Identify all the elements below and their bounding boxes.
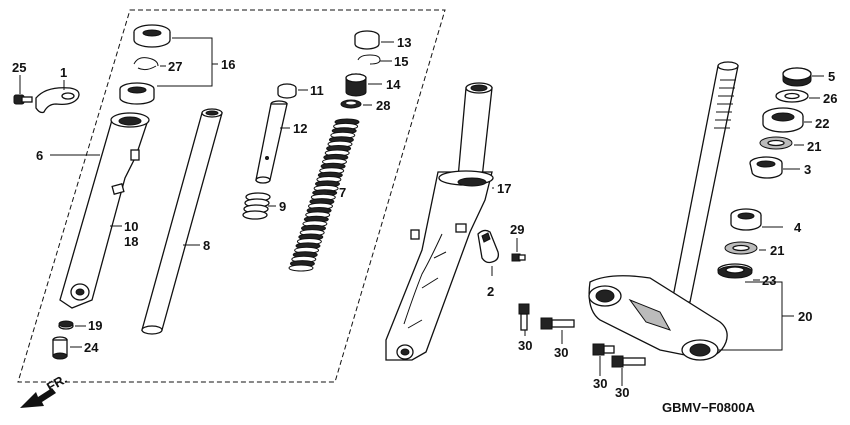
callout-19: 19	[88, 318, 102, 333]
callout-30-d: 30	[615, 385, 629, 400]
callout-24: 24	[84, 340, 99, 355]
callout-3: 3	[804, 162, 811, 177]
washer-26	[775, 89, 809, 103]
callout-18: 18	[124, 234, 138, 249]
bolt-30-b	[540, 317, 575, 330]
upper-race	[749, 156, 783, 179]
bolt-30-a	[518, 303, 530, 331]
piston-ring	[277, 83, 297, 99]
callout-23: 23	[762, 273, 776, 288]
callout-1: 1	[60, 65, 67, 80]
steel-ball-upper	[759, 136, 793, 150]
spring-coil	[288, 264, 314, 272]
bolt-30-d	[611, 355, 646, 368]
fork-slider	[59, 112, 150, 309]
fork-group-boundary	[17, 9, 446, 383]
callout-30-c: 30	[593, 376, 607, 391]
callout-26: 26	[823, 91, 837, 106]
callout-16: 16	[221, 57, 235, 72]
lower-race	[717, 263, 753, 279]
callout-2: 2	[487, 284, 494, 299]
callout-5: 5	[828, 69, 835, 84]
diagram-code: GBMV−F0800A	[662, 400, 755, 415]
steering-stem	[588, 61, 739, 361]
oil-seal	[119, 82, 155, 105]
fork-circlip	[357, 54, 381, 65]
fork-bolt	[345, 73, 367, 97]
stem-nut	[782, 67, 812, 87]
bolt-29	[511, 253, 526, 262]
callout-17: 17	[497, 181, 511, 196]
hose-bracket	[477, 229, 500, 264]
callout-14: 14	[386, 77, 401, 92]
callout-22: 22	[815, 116, 829, 131]
front-direction-arrow	[20, 388, 56, 408]
damper-rod	[255, 100, 288, 184]
callout-28: 28	[376, 98, 390, 113]
callout-13: 13	[397, 35, 411, 50]
callout-7: 7	[339, 185, 346, 200]
fork-spring	[288, 118, 360, 272]
callout-11: 11	[310, 83, 324, 98]
bolt-30-c	[592, 343, 615, 356]
dust-seal	[133, 24, 171, 48]
callout-21-b: 21	[770, 243, 784, 258]
callout-27: 27	[168, 59, 182, 74]
brake-hose-clamp	[35, 87, 80, 114]
adjusting-nut	[762, 107, 804, 133]
bolt-25	[13, 94, 33, 105]
fork-cap	[354, 30, 380, 50]
sealing-washer	[58, 320, 74, 330]
right-fork-leg	[385, 82, 494, 361]
callout-6: 6	[36, 148, 43, 163]
callout-30-b: 30	[554, 345, 568, 360]
steel-ball-lower	[724, 241, 758, 255]
socket-bolt	[52, 336, 68, 360]
callout-9: 9	[279, 199, 286, 214]
callout-10: 10	[124, 219, 138, 234]
lower-race-top	[730, 208, 762, 231]
callout-25: 25	[12, 60, 26, 75]
callout-30-a: 30	[518, 338, 532, 353]
callout-21-a: 21	[807, 139, 821, 154]
callout-20: 20	[798, 309, 812, 324]
callout-29: 29	[510, 222, 524, 237]
rebound-spring	[242, 192, 271, 220]
callout-12: 12	[293, 121, 307, 136]
callout-4: 4	[794, 220, 802, 235]
callout-15: 15	[394, 54, 408, 69]
callout-8: 8	[203, 238, 210, 253]
o-ring	[340, 99, 362, 109]
fork-pipe	[141, 108, 223, 335]
clip-ring	[133, 57, 159, 71]
